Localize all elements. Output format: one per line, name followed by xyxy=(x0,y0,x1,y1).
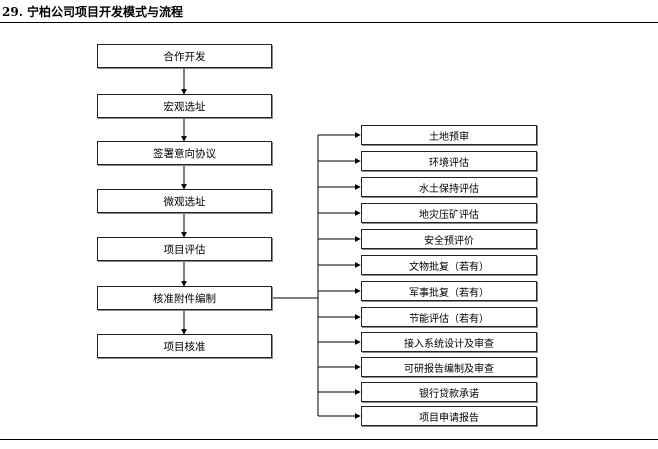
attachment-geohazard-mineral: 地灾压矿评估 xyxy=(361,203,537,223)
attachment-project-application: 项目申请报告 xyxy=(361,406,537,426)
step-project-approval: 项目核准 xyxy=(97,334,272,358)
step-project-evaluation: 项目评估 xyxy=(97,237,272,261)
attachment-feasibility-study: 可研报告编制及审查 xyxy=(361,357,537,377)
attachment-bank-loan-commitment: 银行贷款承诺 xyxy=(361,382,537,402)
step-cooperative-development: 合作开发 xyxy=(97,44,272,68)
figure-title: 29. 宁柏公司项目开发模式与流程 xyxy=(2,5,184,19)
step-macro-site-selection: 宏观选址 xyxy=(97,94,272,118)
step-micro-site-selection: 微观选址 xyxy=(97,189,272,213)
attachment-safety-pre-evaluation: 安全预评价 xyxy=(361,229,537,249)
step-sign-intent-agreement: 签署意向协议 xyxy=(97,141,272,165)
attachment-grid-connection: 接入系统设计及审查 xyxy=(361,332,537,352)
attachment-land-pre-review: 土地预审 xyxy=(361,125,537,145)
attachment-environmental-assessment: 环境评估 xyxy=(361,151,537,171)
attachment-energy-saving: 节能评估（若有） xyxy=(361,307,537,327)
attachment-soil-water-conservation: 水土保持评估 xyxy=(361,177,537,197)
top-rule xyxy=(0,22,658,23)
bottom-rule xyxy=(0,439,658,440)
step-approval-attachments: 核准附件编制 xyxy=(97,286,272,310)
attachment-cultural-relics: 文物批复（若有） xyxy=(361,255,537,275)
attachment-military: 军事批复（若有） xyxy=(361,281,537,301)
